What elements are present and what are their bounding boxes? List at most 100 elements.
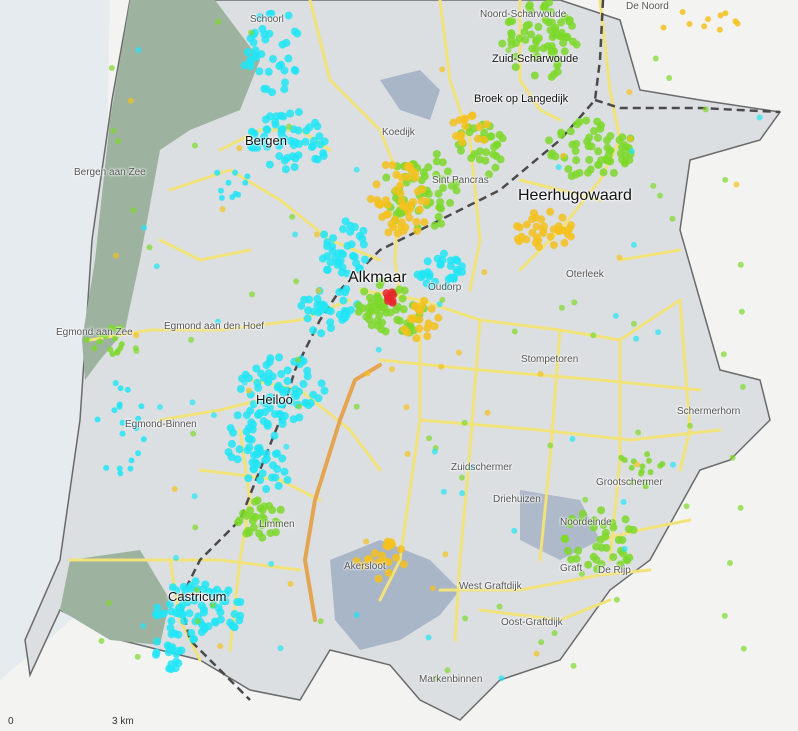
data-dot — [551, 630, 558, 637]
data-dot — [405, 213, 414, 222]
data-dot — [165, 600, 174, 609]
place-label-schermerhorn: Schermerhorn — [677, 406, 741, 417]
data-dot — [616, 560, 625, 569]
data-dot — [420, 218, 429, 227]
data-dot — [269, 55, 277, 63]
data-dot — [382, 289, 391, 298]
data-dot — [386, 308, 395, 317]
data-dot — [570, 662, 577, 669]
place-label-driehuizen: Driehuizen — [493, 494, 541, 505]
data-dot — [577, 516, 586, 525]
place-label-alkmaar: Alkmaar — [348, 269, 407, 286]
data-dot — [378, 318, 387, 327]
place-label-noord-scharwoude: Noord-Scharwoude — [480, 9, 567, 20]
data-dot — [153, 637, 161, 646]
data-dot — [280, 66, 289, 75]
data-dot — [244, 173, 251, 180]
data-dot — [628, 148, 635, 155]
data-dot — [292, 231, 299, 238]
data-dot — [249, 512, 258, 521]
data-dots-layer — [83, 0, 763, 682]
data-dot — [290, 391, 299, 399]
data-dot — [249, 38, 258, 47]
data-dot — [247, 55, 256, 64]
data-dot — [571, 299, 578, 306]
data-dot — [608, 519, 617, 527]
data-dot — [493, 140, 502, 149]
data-dot — [253, 378, 262, 387]
data-dot — [255, 529, 264, 538]
data-dot — [489, 150, 498, 159]
data-dot — [190, 430, 197, 437]
data-dot — [372, 306, 381, 315]
data-dot — [319, 149, 328, 158]
data-dot — [585, 155, 594, 164]
data-dot — [566, 127, 575, 136]
data-dot — [219, 206, 226, 213]
data-dot — [546, 26, 555, 35]
data-dot — [107, 324, 114, 331]
data-dot — [276, 400, 285, 409]
data-dot — [438, 175, 447, 184]
data-dot — [263, 142, 272, 151]
data-dot — [539, 222, 548, 231]
data-dot — [301, 137, 310, 146]
data-dot — [299, 380, 308, 388]
data-dot — [276, 410, 285, 419]
data-dot — [214, 169, 221, 176]
data-dot — [168, 643, 177, 652]
data-dot — [660, 24, 667, 31]
data-dot — [110, 127, 117, 134]
data-dot — [404, 173, 412, 182]
data-dot — [568, 514, 576, 523]
data-dot — [612, 312, 619, 319]
data-dot — [599, 168, 608, 177]
data-dot — [242, 411, 251, 420]
data-dot — [199, 605, 208, 614]
data-dot — [377, 558, 386, 567]
scale-bar-start: 0 — [8, 716, 14, 727]
data-dot — [304, 306, 313, 315]
data-dot — [429, 585, 436, 592]
data-dot — [268, 395, 277, 404]
data-dot — [352, 557, 361, 565]
data-dot — [571, 147, 580, 155]
data-dot — [314, 394, 323, 403]
dunes-area — [82, 0, 260, 380]
data-dot — [399, 560, 408, 569]
data-dot — [189, 635, 198, 644]
data-dot — [253, 460, 262, 469]
data-dot — [599, 520, 608, 529]
data-dot — [657, 192, 663, 199]
data-dot — [720, 351, 727, 358]
data-dot — [117, 324, 124, 331]
data-dot — [419, 168, 428, 177]
data-dot — [317, 329, 326, 338]
data-dot — [103, 464, 110, 471]
data-dot — [249, 400, 258, 409]
data-dot — [378, 213, 387, 221]
data-dot — [218, 194, 225, 201]
data-dot — [432, 150, 441, 158]
data-dot — [412, 334, 421, 343]
data-dot — [353, 612, 360, 618]
scale-bar-end: 3 km — [112, 716, 134, 727]
data-dot — [339, 225, 348, 234]
data-dot — [140, 623, 147, 629]
data-dot — [313, 155, 322, 164]
data-dot — [630, 320, 637, 327]
data-dot — [626, 89, 633, 96]
data-dot — [650, 182, 657, 189]
data-dot — [449, 118, 458, 127]
data-dot — [179, 582, 188, 591]
data-dot — [264, 67, 273, 76]
data-dot — [265, 29, 274, 38]
data-dot — [439, 66, 446, 73]
data-dot — [442, 551, 449, 558]
data-dot — [135, 450, 142, 457]
data-dot — [382, 173, 391, 182]
data-dot — [578, 509, 587, 518]
data-dot — [334, 249, 343, 258]
